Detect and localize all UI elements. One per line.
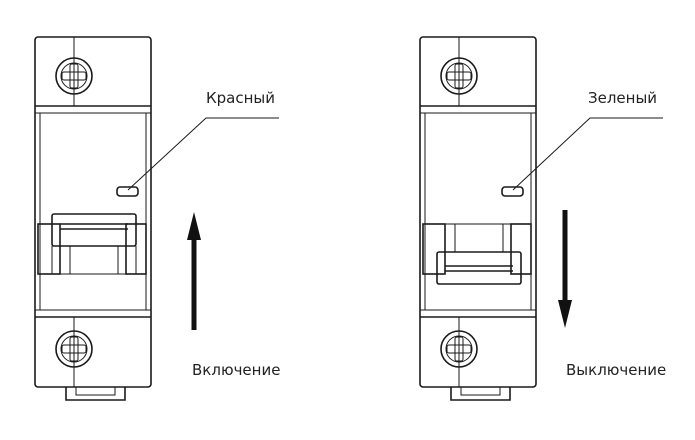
indicator-label-red: Красный: [206, 89, 275, 107]
indicator-window-green: [501, 186, 524, 197]
din-rail-clip-icon: [450, 387, 511, 401]
arrow-up-icon: [187, 212, 201, 330]
breaker-off: [419, 36, 537, 401]
breaker-off-body: [419, 36, 537, 388]
indicator-label-green: Зеленый: [588, 89, 657, 107]
screw-terminal-icon: [55, 330, 93, 368]
breaker-off-lever: [422, 223, 532, 285]
breaker-on: [34, 36, 152, 401]
state-label-on: Включение: [192, 361, 280, 379]
indicator-window-red: [116, 186, 139, 197]
din-rail-clip-icon: [65, 387, 126, 401]
screw-terminal-icon: [440, 330, 478, 368]
state-label-off: Выключение: [566, 361, 666, 379]
screw-terminal-icon: [55, 57, 93, 95]
arrow-down-icon: [558, 210, 572, 328]
screw-terminal-icon: [440, 57, 478, 95]
breaker-on-lever: [37, 213, 147, 275]
breaker-on-body: [34, 36, 152, 388]
